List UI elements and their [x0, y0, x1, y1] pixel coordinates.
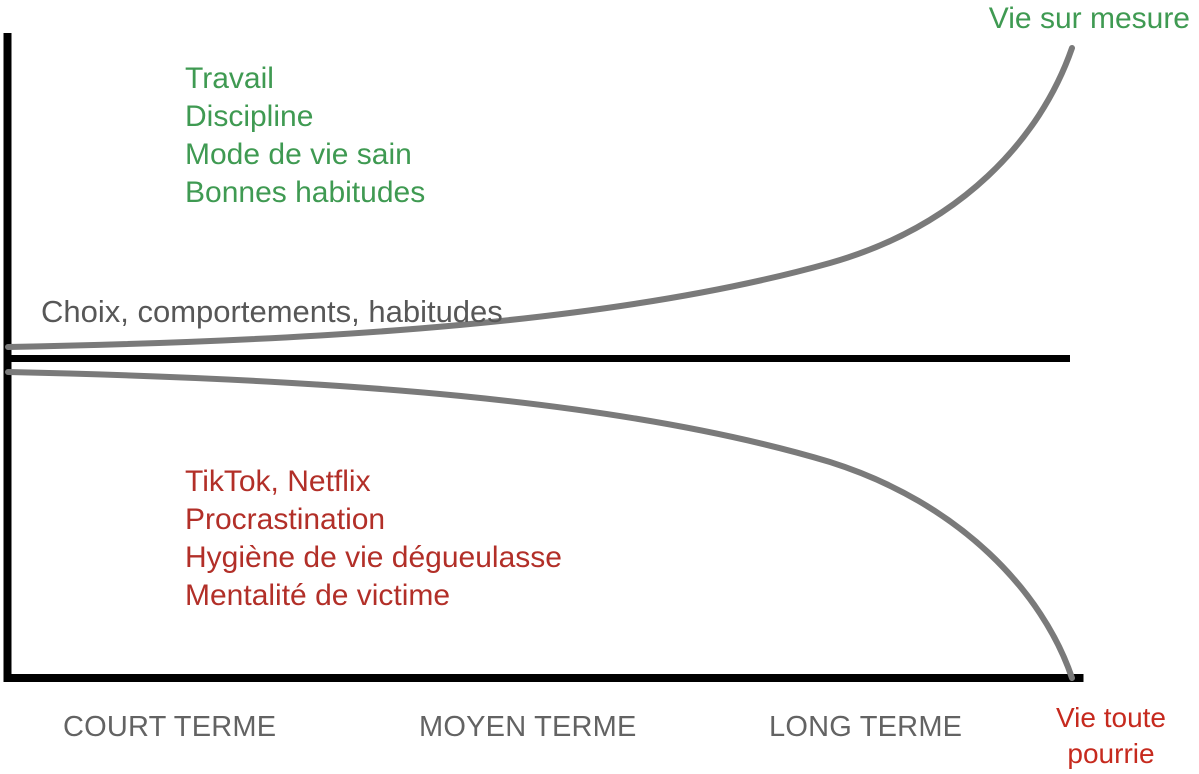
good-outcome-label: Vie sur mesure — [988, 2, 1190, 35]
x-axis-label-moyen-terme: MOYEN TERME — [419, 711, 637, 743]
x-axis-label-long-terme: LONG TERME — [769, 711, 963, 743]
bad-habits-item: Mentalité de victime — [185, 579, 451, 612]
good-habits-item: Travail — [185, 62, 274, 95]
bad-habits-item: Hygiène de vie dégueulasse — [185, 541, 562, 574]
bad-habits-item: TikTok, Netflix — [185, 465, 371, 498]
x-axis-label-court-terme: COURT TERME — [63, 711, 277, 743]
good-habits-list: Travail Discipline Mode de vie sain Bonn… — [185, 60, 425, 212]
bad-trajectory-curve — [5, 369, 1075, 681]
good-habits-item: Discipline — [185, 100, 314, 133]
bad-outcome-label: Vie toute pourrie — [1023, 700, 1199, 772]
good-trajectory-curve — [5, 45, 1075, 350]
good-habits-item: Mode de vie sain — [185, 138, 412, 171]
good-habits-item: Bonnes habitudes — [185, 176, 426, 209]
x-axis-line — [3, 674, 1084, 682]
bad-habits-item: Procrastination — [185, 503, 386, 536]
bad-outcome-label-line2: pourrie — [1067, 738, 1155, 769]
y-axis-line — [3, 33, 12, 682]
baseline-reference-line — [8, 355, 1070, 362]
bad-outcome-label-line1: Vie toute — [1055, 702, 1167, 733]
middle-caption: Choix, comportements, habitudes — [41, 294, 503, 329]
bad-habits-list: TikTok, Netflix Procrastination Hygiène … — [185, 463, 562, 615]
